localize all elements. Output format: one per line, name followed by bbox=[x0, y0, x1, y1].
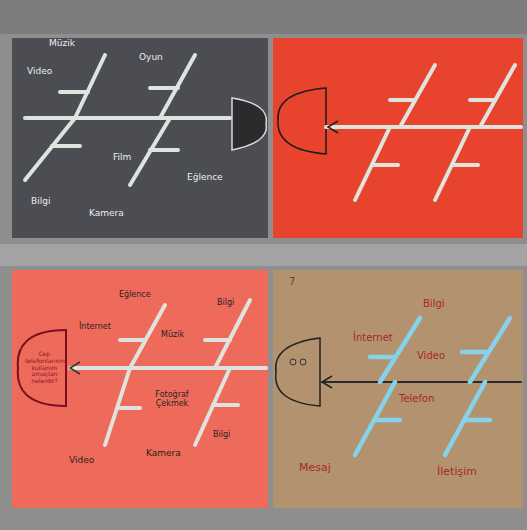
salmon-panel bbox=[12, 270, 268, 508]
cause-label: İnternet bbox=[78, 322, 112, 331]
cause-label: İnternet bbox=[352, 332, 394, 344]
cause-label: Video bbox=[416, 350, 446, 362]
red-fishbone bbox=[278, 65, 521, 200]
cause-label: Bilgi bbox=[212, 430, 231, 439]
cause-label: Oyun bbox=[138, 52, 164, 62]
grey-fishbone bbox=[25, 55, 266, 185]
page-number: 7 bbox=[288, 276, 296, 288]
frame-middle bbox=[0, 244, 527, 266]
grey-panel bbox=[12, 38, 268, 238]
fish-head: Cep telefonlarının kullanım amaçları nel… bbox=[16, 328, 68, 408]
brown-panel bbox=[273, 270, 523, 508]
cause-label: Eğlence bbox=[118, 290, 152, 299]
cause-label: İletişim bbox=[436, 466, 478, 479]
cause-label: Video bbox=[68, 455, 95, 465]
cause-label: Video bbox=[26, 66, 53, 76]
fish-head-shape bbox=[18, 330, 66, 406]
cause-label: Eğlence bbox=[186, 172, 224, 182]
cause-label: Bilgi bbox=[422, 298, 446, 310]
cause-label: Fotoğraf Çekmek bbox=[148, 390, 196, 408]
cause-label: Mesaj bbox=[298, 462, 332, 475]
cause-label: Telefon bbox=[398, 393, 435, 405]
salmon-fishbone bbox=[70, 300, 266, 445]
frame-top bbox=[0, 0, 527, 34]
cause-label: Kamera bbox=[145, 448, 182, 458]
brown-fishbone bbox=[276, 318, 521, 455]
cause-label: Film bbox=[112, 152, 132, 162]
cause-label: Müzik bbox=[48, 38, 76, 48]
cause-label: Kamera bbox=[88, 208, 125, 218]
red-panel bbox=[273, 38, 523, 238]
cause-label: Müzik bbox=[160, 330, 185, 339]
question-text: Cep telefonlarının kullanım amaçları nel… bbox=[25, 351, 64, 385]
cause-label: Bilgi bbox=[216, 298, 235, 307]
cause-label: Bilgi bbox=[30, 196, 51, 206]
